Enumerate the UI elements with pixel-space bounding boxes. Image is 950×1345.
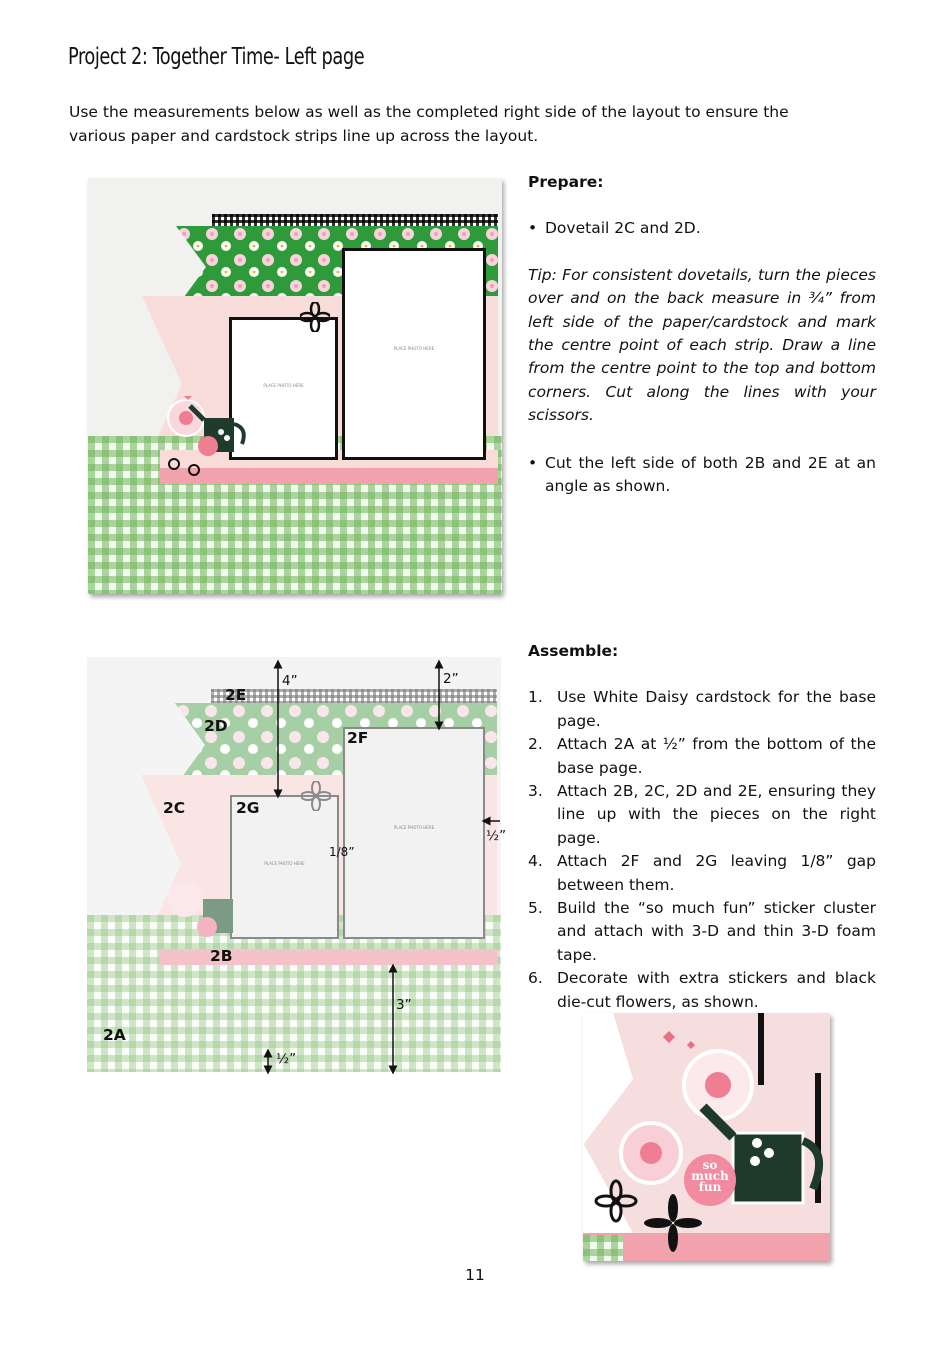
frame-2f: PLACE PHOTO HERE <box>343 727 485 939</box>
measure-half-bottom: ½” <box>276 1051 297 1067</box>
prepare-tip: Tip: For consistent dovetails, turn the … <box>528 265 876 425</box>
label-2b: 2B <box>210 947 233 965</box>
page-title: Project 2: Together Time- Left page <box>68 44 365 70</box>
prepare-section: Prepare: •Dovetail 2C and 2D. Tip: For c… <box>528 171 876 498</box>
label-2g: 2G <box>236 799 260 817</box>
photo-frame-small: PLACE PHOTO HERE <box>229 317 338 460</box>
label-2c: 2C <box>163 799 186 817</box>
measure-half-right: ½” <box>486 828 507 844</box>
prepare-bullet-2: •Cut the left side of both 2B and 2E at … <box>528 453 876 496</box>
measure-4in: 4” <box>282 673 298 689</box>
photo-frame-large: PLACE PHOTO HERE <box>342 248 486 460</box>
step-item: 2.Attach 2A at ½” from the bottom of the… <box>528 735 876 777</box>
sticker-text: so much fun <box>691 1158 729 1194</box>
measure-gap: 1/8” <box>329 845 355 859</box>
measure-2in: 2” <box>443 671 459 687</box>
prepare-bullet-1: •Dovetail 2C and 2D. <box>528 219 701 238</box>
label-2f: 2F <box>347 729 369 747</box>
measurement-arrows <box>263 659 500 1075</box>
label-2d: 2D <box>204 717 228 735</box>
label-2e: 2E <box>225 686 247 704</box>
frame-2g: PLACE PHOTO HERE <box>230 795 339 939</box>
completed-layout-photo: PLACE PHOTO HERE PLACE PHOTO HERE <box>88 178 502 594</box>
prepare-heading: Prepare: <box>528 173 604 191</box>
step-item: 3.Attach 2B, 2C, 2D and 2E, ensuring the… <box>528 782 876 847</box>
assemble-heading: Assemble: <box>528 642 619 660</box>
step-item: 6.Decorate with extra stickers and black… <box>528 969 876 1011</box>
watering-can-sticker <box>167 396 246 476</box>
measurement-diagram: PLACE PHOTO HERE PLACE PHOTO HERE <box>87 657 501 1072</box>
step-item: 5.Build the “so much fun” sticker cluste… <box>528 899 876 964</box>
intro-text: Use the measurements below as well as th… <box>69 103 789 145</box>
step-item: 1.Use White Daisy cardstock for the base… <box>528 688 876 730</box>
sticker-closeup-photo: so much fun <box>583 1013 830 1261</box>
label-2a: 2A <box>103 1026 126 1044</box>
pink-border-strip <box>160 468 498 484</box>
assemble-section: Assemble: 1.Use White Daisy cardstock fo… <box>528 640 876 1014</box>
black-flower-icon <box>300 302 330 332</box>
measure-3in: 3” <box>396 997 412 1013</box>
assemble-steps: 1.Use White Daisy cardstock for the base… <box>528 686 876 1014</box>
step-item: 4.Attach 2F and 2G leaving 1/8” gap betw… <box>528 852 876 894</box>
page-number: 11 <box>465 1266 485 1284</box>
